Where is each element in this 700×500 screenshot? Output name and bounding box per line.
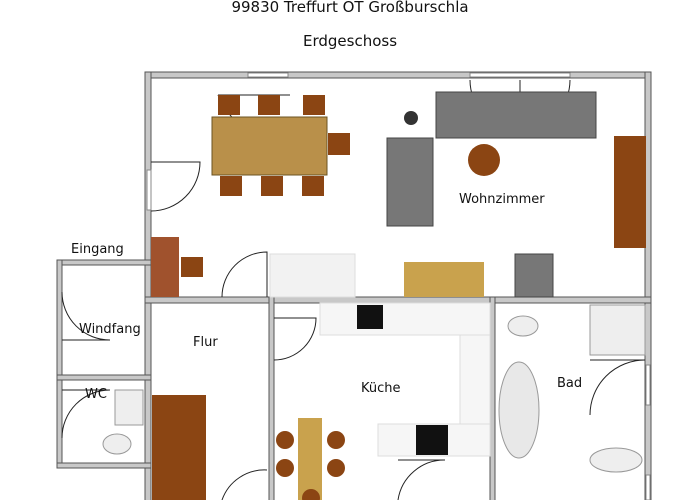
cabinet <box>152 395 206 500</box>
room-label-wohnzimmer: Wohnzimmer <box>459 192 545 207</box>
sanitary <box>102 304 646 473</box>
room-label-kueche: Küche <box>361 381 401 396</box>
windows <box>146 72 651 500</box>
floor-title: Erdgeschoss <box>302 32 398 50</box>
address-title: 99830 Treffurt OT Großburschla <box>231 0 469 16</box>
room-label-bad: Bad <box>557 376 582 391</box>
dining-set <box>211 95 350 196</box>
kitchen <box>276 302 491 500</box>
room-label-flur: Flur <box>193 335 218 350</box>
room-label-wc: WC <box>85 387 107 402</box>
room-label-windfang: Windfang <box>79 322 141 337</box>
sofas <box>151 91 646 298</box>
room-label-eingang: Eingang <box>71 242 124 257</box>
